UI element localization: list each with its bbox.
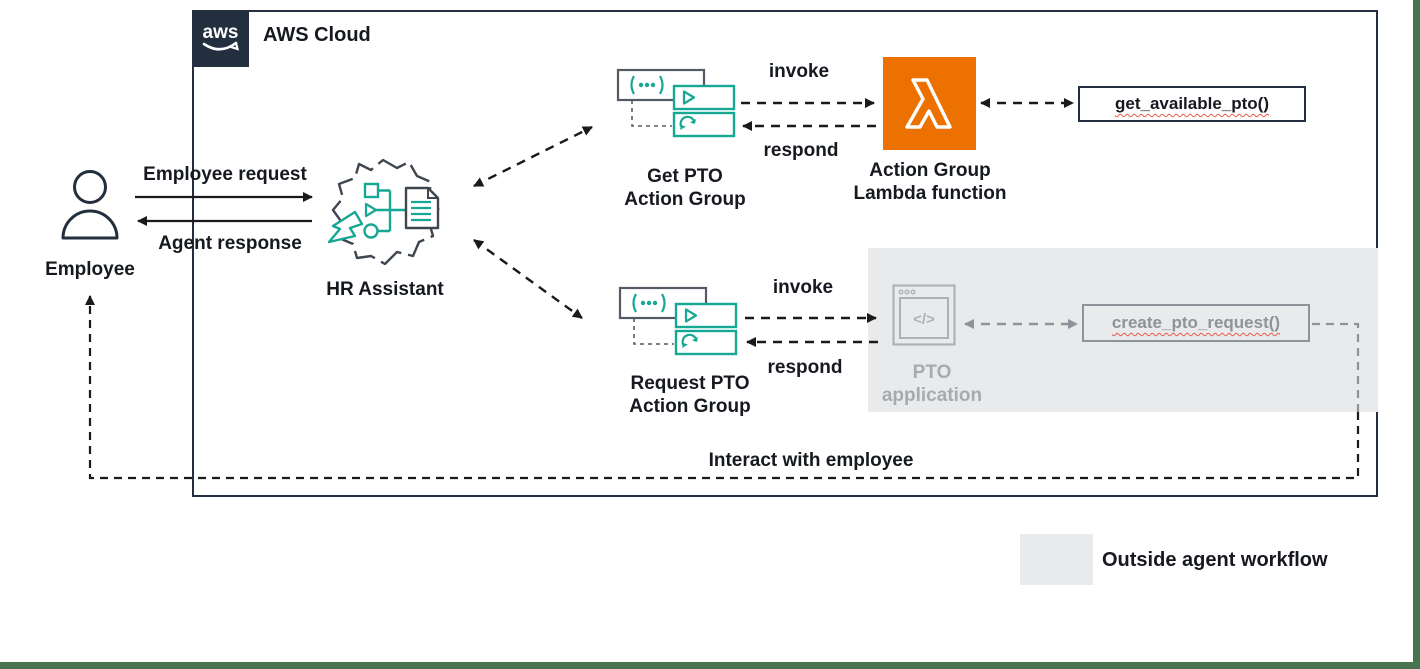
lambda-label-line1: Action Group [869,160,991,181]
aws-smile-arrow-tip [230,41,240,51]
pto-app-line2: application [881,385,983,407]
create-pto-request-code: create_pto_request() [1111,313,1281,332]
agent-response-label: Agent response [158,233,302,254]
code-glyph: </> [913,311,935,328]
employee-icon [61,170,119,240]
lambda-icon [883,57,976,150]
employee-request-label: Employee request [143,164,307,185]
create-pto-request-box: create_pto_request() [1082,304,1310,342]
legend-swatch [1020,534,1093,585]
request-pto-action-group-icon [618,286,738,356]
get-pto-line1: Get PTO [647,166,723,187]
invoke-bottom-label: invoke [772,277,834,298]
pto-application-label: PTO application [862,361,1002,407]
get-available-pto-code: get_available_pto() [1115,94,1269,113]
cursor-icon [327,210,364,244]
request-pto-line2: Action Group [629,396,751,418]
get-available-pto-box: get_available_pto() [1078,86,1306,122]
get-pto-line2: Action Group [624,189,746,211]
screen-edge-bottom [0,662,1420,669]
lambda-label-line2: Lambda function [853,183,1007,205]
interact-with-employee-label: Interact with employee [708,450,914,471]
employee-label: Employee [45,259,135,280]
aws-logo-icon: aws [202,22,240,51]
lambda-label: Action Group Lambda function [845,159,1015,205]
pto-application-icon: </> [892,284,956,346]
aws-logo-text: aws [203,22,239,43]
invoke-top-label: invoke [768,61,830,82]
hr-assistant-label: HR Assistant [326,279,444,300]
aws-logo: aws [192,10,249,67]
respond-bottom-label: respond [767,357,843,378]
screen-edge-right [1413,0,1420,669]
get-pto-action-group-label: Get PTO Action Group [600,165,770,211]
get-pto-action-group-icon [616,68,736,138]
aws-smile-icon [202,41,238,51]
pto-app-line1: PTO [912,362,952,383]
legend-label: Outside agent workflow [1102,549,1328,571]
agent-outline [331,158,441,266]
request-pto-action-group-label: Request PTO Action Group [600,372,780,418]
aws-cloud-title: AWS Cloud [263,24,371,46]
request-pto-line1: Request PTO [630,373,750,394]
hr-assistant-icon [327,158,441,266]
respond-top-label: respond [763,140,839,161]
